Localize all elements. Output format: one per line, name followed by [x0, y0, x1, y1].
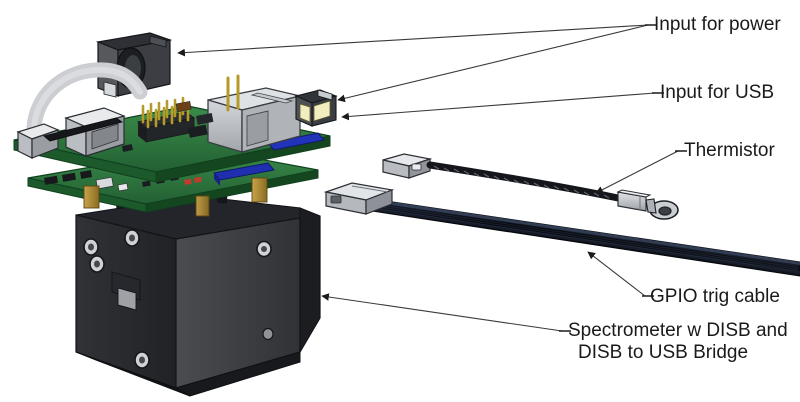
leader-usb	[341, 92, 656, 121]
gpio-trig-cable	[323, 153, 800, 277]
leader-power-connector	[337, 24, 649, 103]
thermistor-lead	[426, 161, 679, 220]
gpio-cable-connector-left	[323, 182, 395, 215]
thermistor-ring-terminal	[645, 198, 679, 220]
label-input-for-power: Input for power	[654, 14, 781, 35]
label-input-for-usb: Input for USB	[660, 82, 775, 103]
spectrometer-body	[75, 191, 321, 397]
shielded-module	[207, 87, 301, 153]
label-thermistor: Thermistor	[684, 140, 775, 161]
leader-power-barreljack	[177, 24, 649, 57]
label-spectrometer-line2: DISB to USB Bridge	[578, 342, 749, 363]
leader-spectrometer	[321, 293, 563, 332]
board-ribbon-cable	[16, 62, 148, 159]
usb-input-connector	[294, 89, 338, 127]
thermistor-sleeve	[616, 189, 652, 212]
pcb-standoffs	[83, 177, 268, 217]
trigger-pins	[226, 74, 240, 112]
label-spectrometer-line1: Spectrometer w DISB and	[568, 320, 788, 341]
spectrometer-screws	[83, 229, 274, 369]
leader-lines	[177, 24, 679, 332]
label-gpio-trig-cable: GPIO trig cable	[650, 286, 780, 307]
upper-board-components	[121, 100, 214, 152]
leader-thermistor	[595, 150, 679, 194]
leader-gpio	[587, 251, 646, 297]
pin-header	[136, 96, 196, 143]
thermistor-cable-connector	[382, 153, 433, 179]
leader-ticks	[559, 24, 687, 332]
driver-pcb-stack	[13, 32, 338, 217]
